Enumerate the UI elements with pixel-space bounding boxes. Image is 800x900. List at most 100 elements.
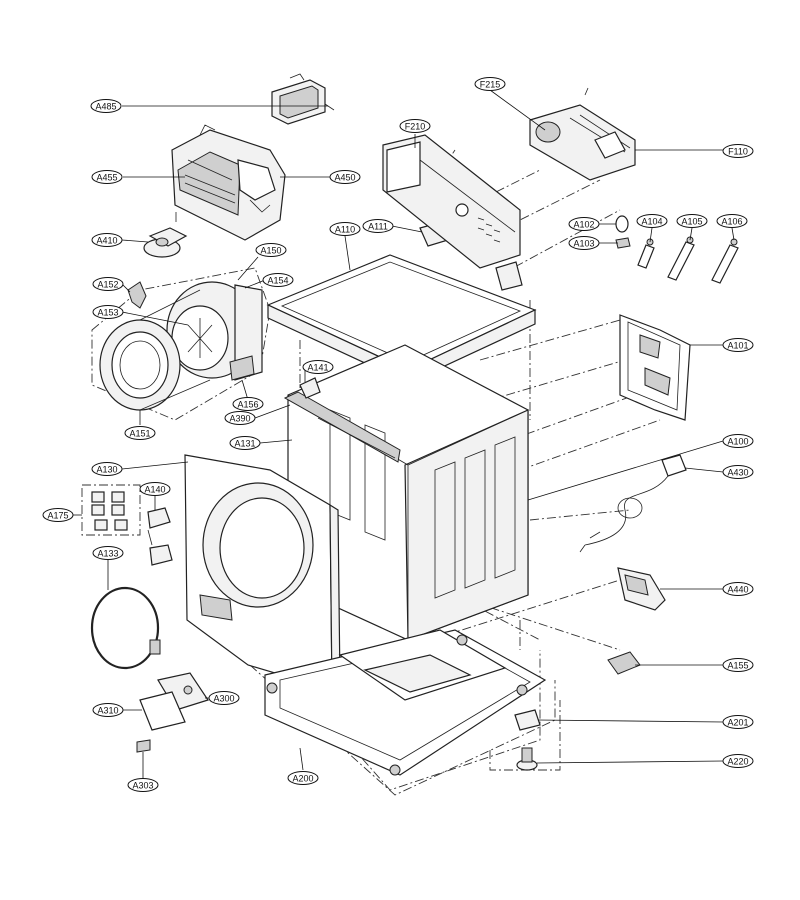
callout-text: A153 — [97, 308, 118, 318]
callout-a390: A390 — [224, 411, 256, 425]
callout-text: A140 — [144, 485, 165, 495]
callout-text: A410 — [96, 236, 117, 246]
callout-bubble — [568, 217, 600, 231]
part-a303-screw — [136, 739, 151, 753]
callout-bubble — [722, 465, 754, 479]
callout-bubble — [124, 426, 156, 440]
callout-a450: A450 — [329, 170, 361, 184]
callout-bubble — [92, 305, 124, 319]
part-a440-noise-filter — [617, 567, 666, 611]
callout-bubble — [287, 771, 319, 785]
callout-a154: A154 — [262, 273, 294, 287]
part-a390-front-frame — [283, 377, 401, 463]
part-a133-clamp-ring — [90, 586, 161, 670]
callout-bubble — [722, 434, 754, 448]
callout-a175: A175 — [42, 508, 74, 522]
part-a300-a310-service-cover — [139, 672, 209, 731]
callout-bubble — [329, 222, 361, 236]
part-a485-display-module — [271, 73, 335, 125]
part-a150-tub-assembly — [91, 267, 271, 421]
callout-text: A455 — [96, 173, 117, 183]
callout-f210: F210 — [399, 119, 431, 133]
callout-a130: A130 — [91, 462, 123, 476]
callout-bubble — [722, 338, 754, 352]
callout-text: A310 — [97, 706, 118, 716]
callout-bubble — [722, 715, 754, 729]
callout-bubble — [92, 703, 124, 717]
callout-a105: A105 — [676, 214, 708, 228]
callout-bubble — [722, 658, 754, 672]
callout-a151: A151 — [124, 426, 156, 440]
part-a152-clamp — [127, 281, 147, 309]
callout-a153: A153 — [92, 305, 124, 319]
callout-text: A111 — [368, 222, 388, 232]
callout-text: A133 — [97, 549, 118, 559]
part-a102-a103-small-parts — [615, 215, 631, 249]
callout-a110: A110 — [329, 222, 361, 236]
callout-text: A151 — [129, 429, 150, 439]
callout-bubble — [92, 546, 124, 560]
callout-text: A390 — [229, 414, 250, 424]
callout-bubble — [568, 236, 600, 250]
callout-bubble — [208, 691, 240, 705]
callout-bubble — [92, 277, 124, 291]
part-a455-a450-main-pcb — [171, 124, 286, 241]
callout-text: A131 — [234, 439, 255, 449]
part-a220-leveling-foot — [516, 747, 538, 771]
callout-text: A102 — [573, 220, 594, 230]
callout-a410: A410 — [91, 233, 123, 247]
callout-bubble — [90, 99, 122, 113]
callout-f110: F110 — [722, 144, 754, 158]
part-a201-bracket — [514, 709, 541, 731]
leader-lines — [72, 89, 735, 778]
callout-text: A430 — [727, 468, 748, 478]
callout-text: A141 — [307, 363, 328, 373]
callout-a104: A104 — [636, 214, 668, 228]
callout-text: F210 — [405, 122, 426, 132]
callout-bubble — [91, 170, 123, 184]
callout-a156: A156 — [232, 397, 264, 411]
callout-text: A130 — [96, 465, 117, 475]
callout-text: A200 — [292, 774, 313, 784]
callout-a106: A106 — [716, 214, 748, 228]
callout-bubble — [362, 219, 394, 233]
callout-text: A300 — [213, 694, 234, 704]
callout-a103: A103 — [568, 236, 600, 250]
callout-bubble — [139, 482, 171, 496]
callout-a152: A152 — [92, 277, 124, 291]
callout-text: A104 — [641, 217, 662, 227]
callout-text: A106 — [721, 217, 742, 227]
part-a200-base-frame — [264, 629, 547, 776]
callout-a102: A102 — [568, 217, 600, 231]
part-a430-power-cord — [579, 454, 687, 553]
callout-text: A440 — [727, 585, 748, 595]
callout-text: A220 — [727, 757, 748, 767]
callout-bubble — [399, 119, 431, 133]
callout-a300: A300 — [208, 691, 240, 705]
part-a175-hinge-set — [81, 484, 141, 536]
part-a100-cabinet — [287, 344, 529, 641]
callout-bubble — [42, 508, 74, 522]
callout-bubble — [127, 778, 159, 792]
callout-bubble — [262, 273, 294, 287]
callout-bubble — [232, 397, 264, 411]
part-a130-front-door-panel — [184, 454, 341, 692]
callout-bubble — [636, 214, 668, 228]
callout-a100: A100 — [722, 434, 754, 448]
callout-text: A156 — [237, 400, 258, 410]
callout-bubble — [722, 754, 754, 768]
callout-bubble — [91, 462, 123, 476]
callout-a155: A155 — [722, 658, 754, 672]
part-a101-rear-cover — [619, 314, 691, 421]
callout-text: F110 — [728, 147, 748, 157]
callout-text: A201 — [727, 718, 748, 728]
callout-text: A155 — [727, 661, 748, 671]
callout-a485: A485 — [90, 99, 122, 113]
callout-text: A101 — [727, 341, 748, 351]
callout-a101: A101 — [722, 338, 754, 352]
callout-bubble — [676, 214, 708, 228]
callout-text: A150 — [260, 246, 281, 256]
